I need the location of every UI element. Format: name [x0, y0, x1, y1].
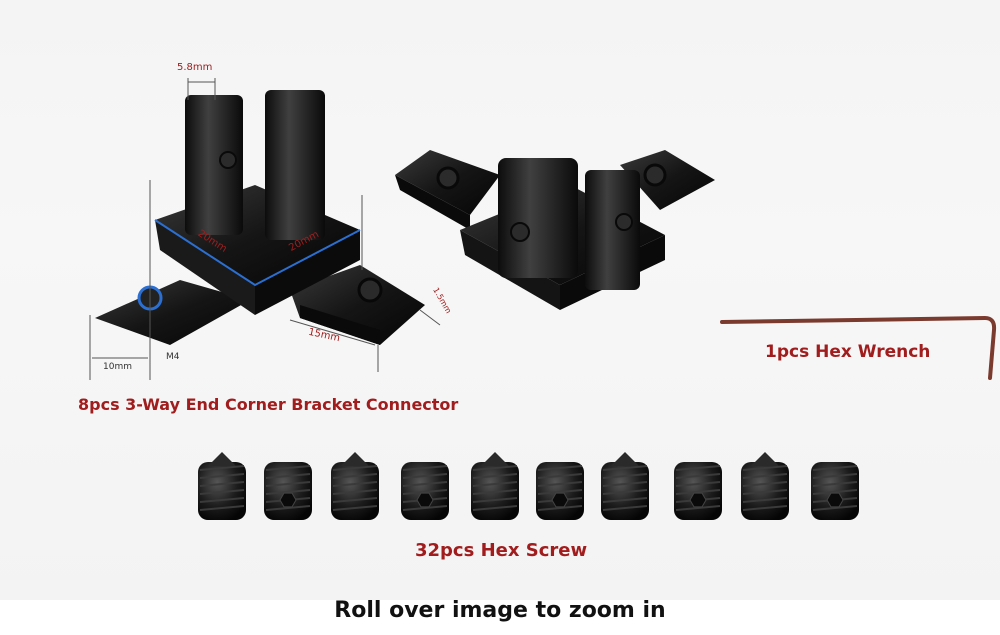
- hex-wrench: [720, 316, 997, 380]
- corner-bracket-annotated: [89, 78, 441, 380]
- hex-screw: [536, 462, 584, 520]
- hex-screw: [264, 462, 312, 520]
- hex-screw: [198, 452, 246, 520]
- hex-screw: [401, 462, 449, 520]
- hex-screw: [674, 462, 722, 520]
- corner-bracket: [395, 150, 715, 310]
- hex-screws: [198, 452, 859, 520]
- wrench-caption: 1pcs Hex Wrench: [765, 342, 931, 362]
- bracket-caption: 8pcs 3-Way End Corner Bracket Connector: [78, 395, 459, 414]
- dim-arm-length: 10mm: [103, 362, 132, 372]
- dim-thread: M4: [166, 352, 180, 362]
- hex-screw: [331, 452, 379, 520]
- hex-screw: [741, 452, 789, 520]
- screws-caption: 32pcs Hex Screw: [415, 540, 588, 561]
- dim-slot-width: 5.8mm: [177, 62, 213, 73]
- product-photo[interactable]: 5.8mm 20mm 20mm 1.5mm 15mm 10mm M4 8pcs …: [0, 0, 1000, 600]
- hex-screw: [471, 452, 519, 520]
- product-illustration: [89, 78, 997, 520]
- zoom-hint: Roll over image to zoom in: [334, 598, 666, 623]
- hex-screw: [601, 452, 649, 520]
- hex-screw: [811, 462, 859, 520]
